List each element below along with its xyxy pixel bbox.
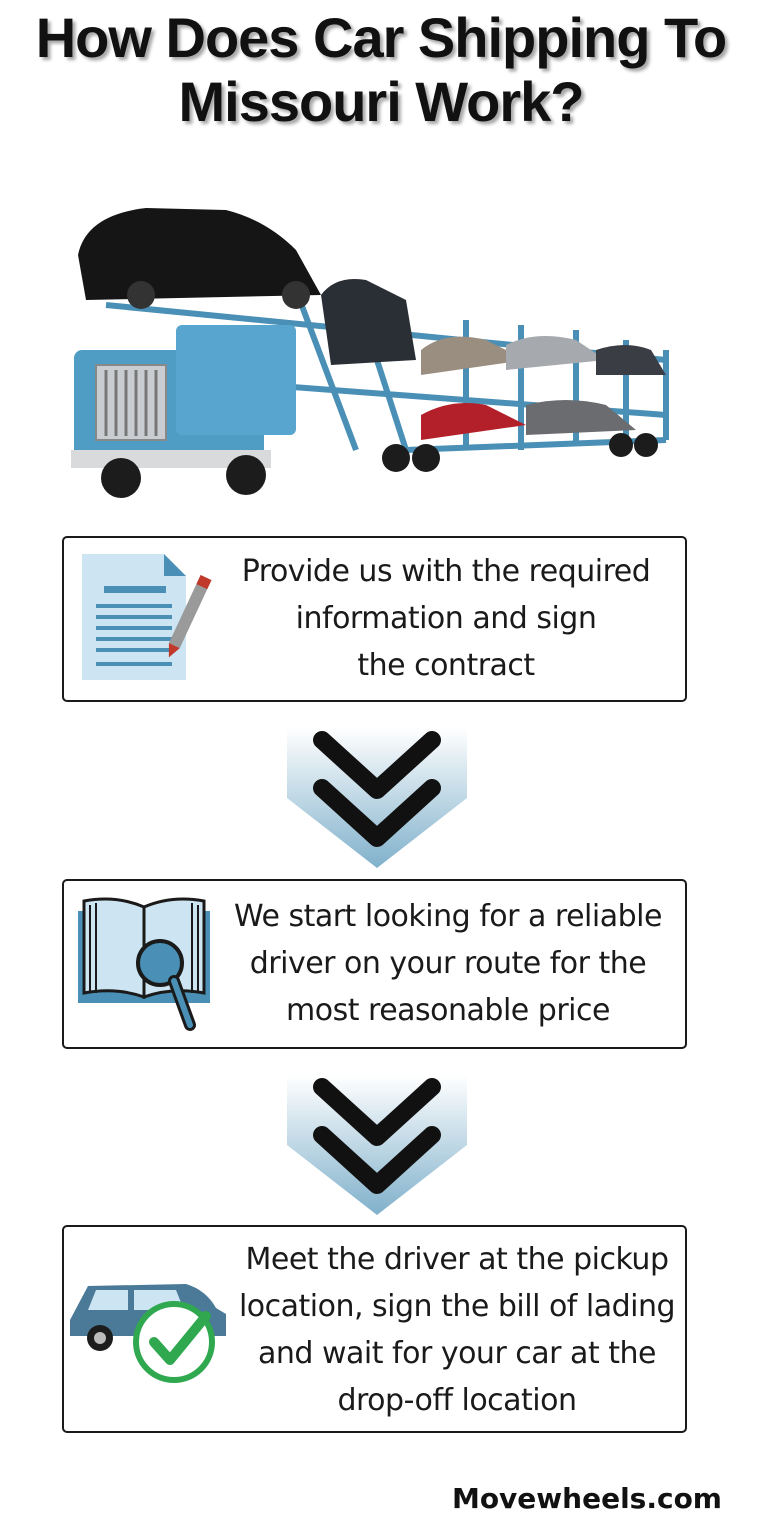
step-1-line: information and sign (295, 601, 597, 636)
step-2-line: We start looking for a reliable (234, 899, 662, 934)
step-3-text: Meet the driver at the pickup location, … (232, 1236, 682, 1424)
chevron-down-icon (287, 1075, 467, 1215)
step-1-text: Provide us with the required information… (215, 548, 677, 689)
step-2-line: most reasonable price (286, 993, 610, 1028)
title-line-2: Missouri Work? (178, 70, 584, 133)
car-carrier-truck-image (71, 208, 669, 498)
step-1-line: Provide us with the required (241, 554, 651, 589)
step-3-line: and wait for your car at the (258, 1336, 656, 1371)
step-3-line: location, sign the bill of lading (238, 1289, 676, 1324)
chevron-down-icon (287, 728, 467, 868)
car-checkmark-icon (70, 1284, 226, 1383)
page-title: How Does Car Shipping To Missouri Work? (0, 6, 762, 134)
step-3-line: drop-off location (337, 1383, 577, 1418)
document-pen-icon (82, 554, 212, 680)
title-line-1: How Does Car Shipping To (35, 6, 728, 69)
step-1-line: the contract (357, 648, 535, 683)
step-2-line: driver on your route for the (249, 946, 647, 981)
book-magnifier-icon (78, 897, 210, 1031)
step-2-text: We start looking for a reliable driver o… (218, 893, 678, 1034)
step-3-line: Meet the driver at the pickup (245, 1242, 670, 1277)
brand-footer: Movewheels.com (451, 1482, 722, 1515)
